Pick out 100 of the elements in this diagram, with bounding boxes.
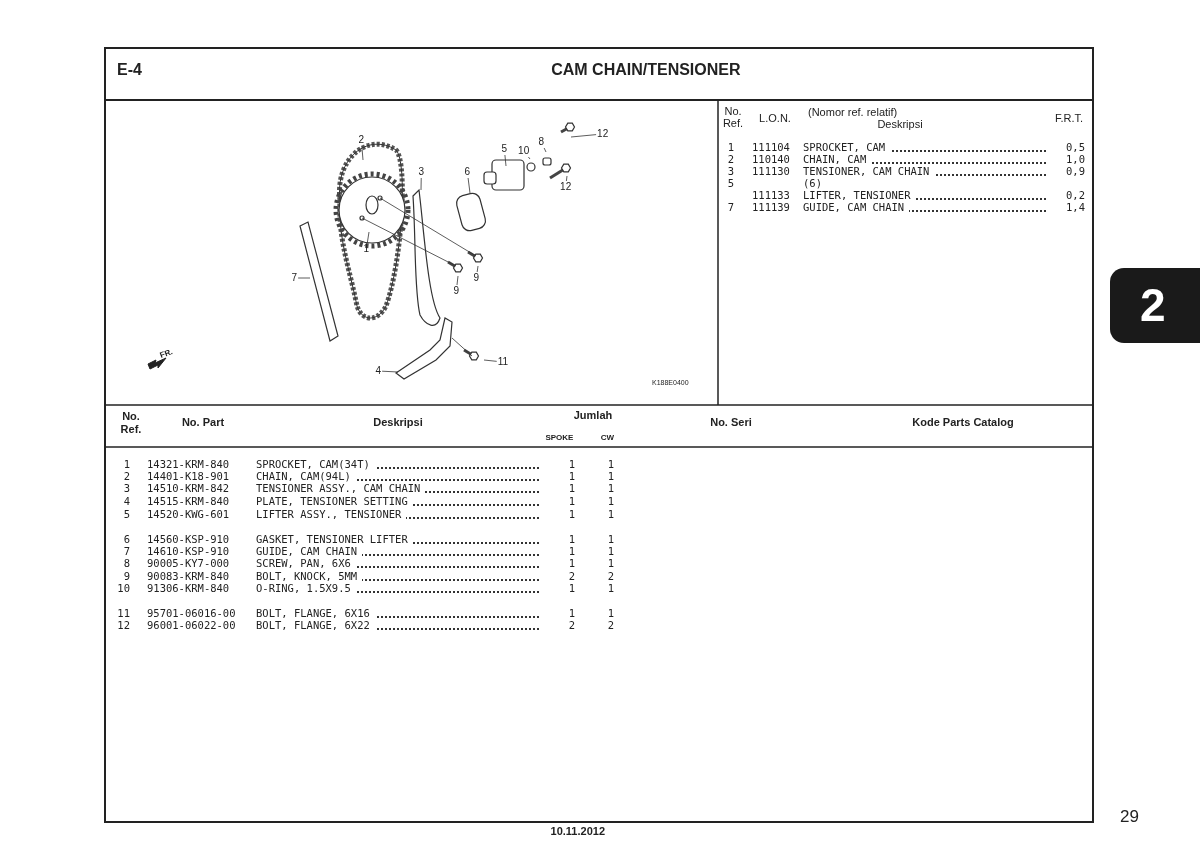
table-cell: CHAIN, CAM(94L)	[256, 471, 541, 482]
table-cell: 14510-KRM-842	[147, 483, 230, 494]
table-cell: 2	[727, 154, 734, 165]
callout-number: 7	[291, 273, 298, 283]
table-cell: 14401-K18-901	[147, 471, 230, 482]
leader-line	[381, 370, 399, 373]
direction-label: FR.	[159, 348, 174, 360]
leader-line	[467, 177, 471, 194]
column-header: Kode Parts Catalog	[912, 417, 1014, 428]
table-cell: TENSIONER ASSY., CAM CHAIN	[256, 483, 541, 494]
column-header: No. Seri	[710, 417, 752, 428]
print-date: 10.11.2012	[550, 826, 605, 837]
table-cell: 1	[727, 142, 734, 153]
table-cell: 14520-KWG-601	[147, 509, 230, 520]
table-cell: 3	[123, 483, 130, 494]
table-cell: 0,5	[1066, 142, 1085, 153]
table-cell: 0,2	[1066, 190, 1085, 201]
table-cell: 10	[117, 583, 130, 594]
table-cell: GUIDE, CAM CHAIN	[256, 546, 541, 557]
table-cell: 3	[727, 166, 734, 177]
callout-number: 9	[473, 273, 480, 283]
column-header: (Nomor ref. relatif)	[808, 106, 898, 119]
table-cell: 1	[607, 509, 615, 520]
table-cell: 14560-KSP-910	[147, 534, 230, 545]
table-cell: 2	[123, 471, 130, 482]
table-cell: BOLT, FLANGE, 6X16	[256, 608, 541, 619]
leader-line	[528, 156, 531, 160]
table-cell: 1	[568, 496, 576, 507]
leader-line	[566, 175, 568, 182]
table-cell: 1	[607, 534, 615, 545]
table-cell: 2	[568, 620, 576, 631]
callout-number: 5	[501, 144, 508, 154]
table-cell: 11	[117, 608, 130, 619]
table-cell: 1	[607, 583, 615, 594]
table-cell: 111139	[752, 202, 790, 213]
callout-number: 8	[538, 137, 545, 147]
table-cell: BOLT, KNOCK, 5MM	[256, 571, 541, 582]
column-header: Jumlah	[573, 410, 613, 421]
table-cell: BOLT, FLANGE, 6X22	[256, 620, 541, 631]
table-cell: LIFTER ASSY., TENSIONER	[256, 509, 541, 520]
leader-line	[366, 231, 370, 244]
table-cell: 4	[123, 496, 130, 507]
leader-line	[483, 359, 498, 362]
table-cell: 1	[568, 583, 576, 594]
table-cell: 91306-KRM-840	[147, 583, 230, 594]
table-cell: 1	[568, 483, 576, 494]
page-number: 29	[1120, 808, 1139, 825]
table-cell: 96001-06022-00	[147, 620, 236, 631]
table-cell: 1	[568, 608, 576, 619]
table-cell: 8	[123, 558, 130, 569]
table-cell: 111133	[752, 190, 790, 201]
column-header: L.O.N.	[759, 112, 791, 125]
table-cell: 1	[568, 558, 576, 569]
table-cell: 0,9	[1066, 166, 1085, 177]
table-cell: TENSIONER, CAM CHAIN	[803, 166, 1048, 177]
table-cell: 14321-KRM-840	[147, 459, 230, 470]
table-cell: 1	[568, 546, 576, 557]
table-cell: 7	[123, 546, 130, 557]
table-cell: 2	[568, 571, 576, 582]
callout-number: 9	[453, 286, 460, 296]
page-title: CAM CHAIN/TENSIONER	[551, 62, 741, 78]
table-cell: 5	[727, 178, 734, 189]
leader-line	[361, 145, 364, 161]
callout-number: 1	[363, 244, 370, 254]
column-header: No. Ref.	[722, 105, 744, 130]
table-cell: PLATE, TENSIONER SETTING	[256, 496, 541, 507]
table-cell: 9	[123, 571, 130, 582]
column-header: SPOKE	[545, 434, 574, 442]
table-cell: GUIDE, CAM CHAIN	[803, 202, 1048, 213]
callout-number: 12	[597, 129, 609, 139]
table-cell: 1	[607, 471, 615, 482]
table-cell: 1	[123, 459, 130, 470]
table-cell: 1	[607, 496, 615, 507]
table-cell: 1	[607, 483, 615, 494]
table-cell: 1,0	[1066, 154, 1085, 165]
column-header: Deskripsi	[877, 118, 923, 131]
column-header: Deskripsi	[373, 417, 423, 428]
column-header: No. Part	[181, 417, 225, 428]
table-cell: 12	[117, 620, 130, 631]
table-cell: 90005-KY7-000	[147, 558, 230, 569]
table-cell: 95701-06016-00	[147, 608, 236, 619]
leader-line	[420, 177, 422, 191]
section-tab: 2	[1110, 268, 1200, 343]
section-code: E-4	[117, 62, 142, 78]
table-cell: 1	[568, 471, 576, 482]
callout-number: 3	[418, 167, 425, 177]
column-header: No. Ref.	[119, 410, 143, 436]
table-cell: GASKET, TENSIONER LIFTER	[256, 534, 541, 545]
table-cell: SCREW, PAN, 6X6	[256, 558, 541, 569]
leader-line	[297, 277, 311, 279]
table-cell: 14515-KRM-840	[147, 496, 230, 507]
callout-number: 12	[560, 182, 572, 192]
leader-line	[456, 275, 459, 286]
table-cell: 1	[607, 459, 615, 470]
table-cell: 110140	[752, 154, 790, 165]
table-cell: 14610-KSP-910	[147, 546, 230, 557]
table-cell: 2	[607, 620, 615, 631]
table-cell: 1	[607, 546, 615, 557]
callout-number: 6	[464, 167, 471, 177]
table-cell: 6	[123, 534, 130, 545]
